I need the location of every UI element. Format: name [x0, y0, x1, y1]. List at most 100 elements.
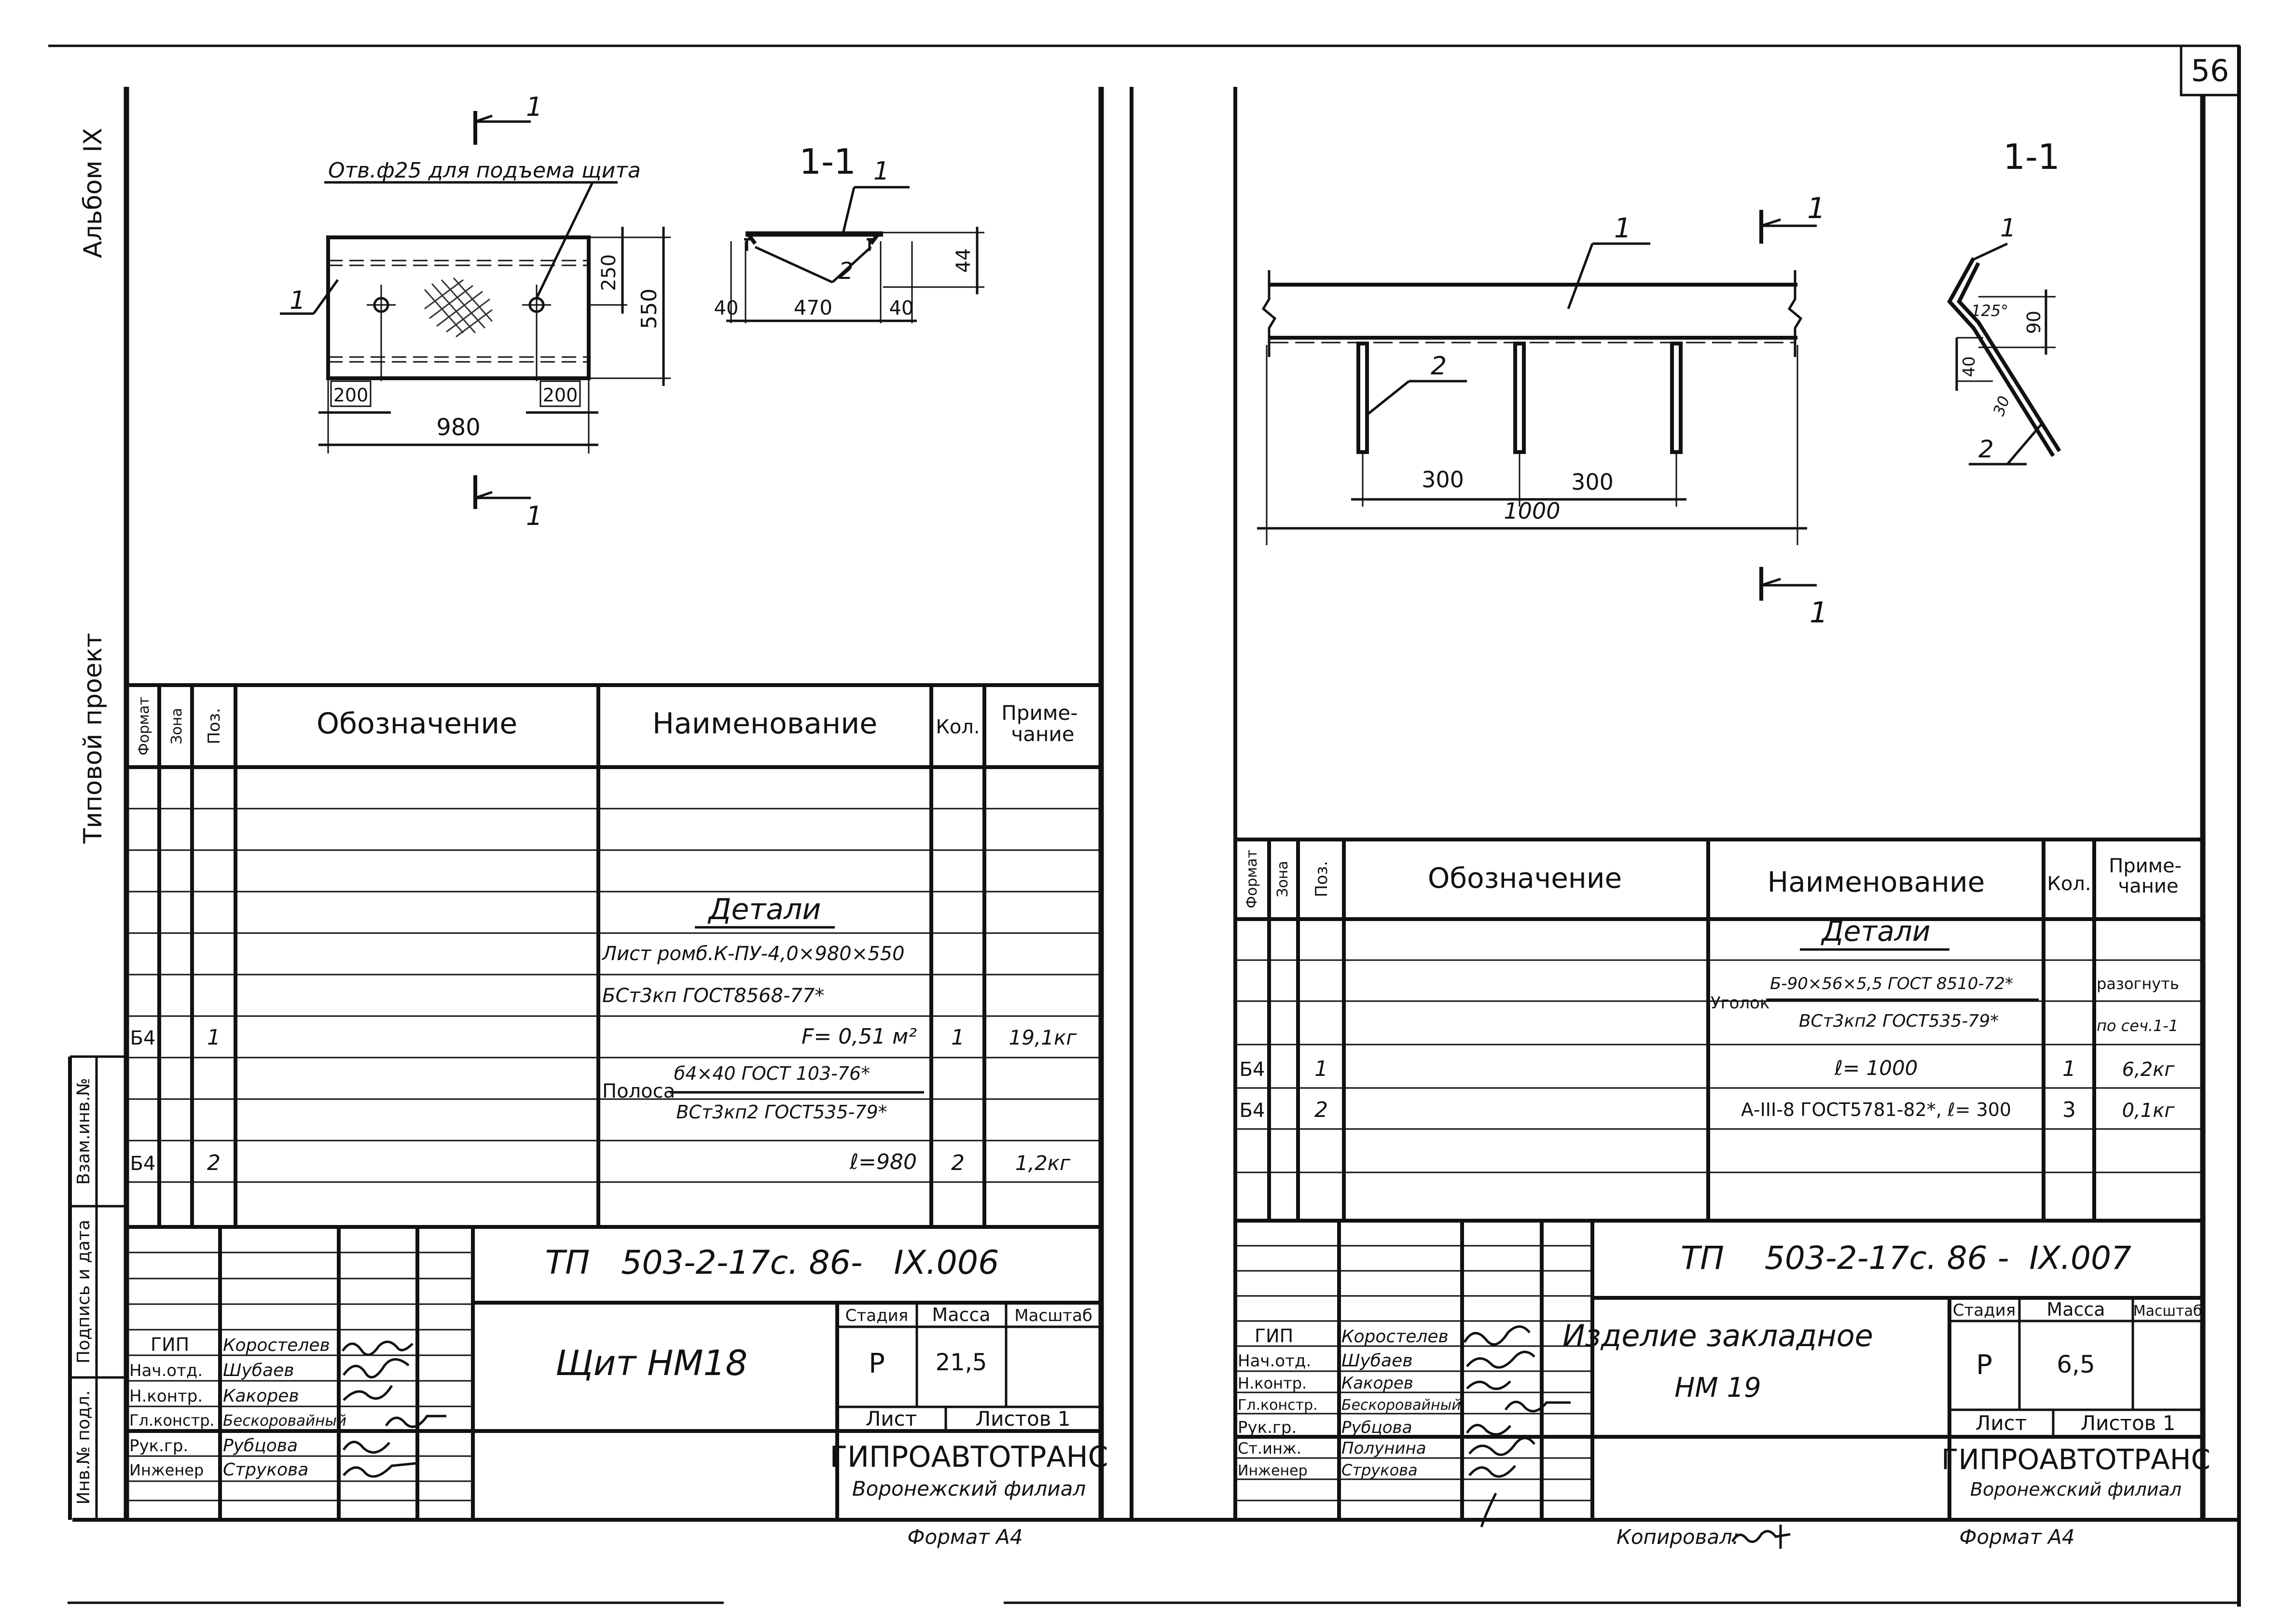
dim-300-right-a: 300	[1422, 467, 1464, 493]
diamond-mesh-hatch	[424, 277, 493, 338]
callout-1-right-section: 1	[2000, 214, 2016, 243]
role-group-right: Рук.гр.	[1238, 1418, 1297, 1437]
row5-qty-left: 2	[951, 1151, 965, 1175]
angle-prefix-right: Уголок	[1711, 993, 1769, 1013]
doc-code-left: ТП 503-2-17с. 86- IX.006	[545, 1244, 999, 1282]
row2-note-right: 0,1кг	[2122, 1100, 2175, 1122]
sheets-label-right: Листов 1	[2081, 1411, 2176, 1435]
left-spec-table: Формат Зона Поз. Обозначение Наименовани…	[124, 683, 1103, 1229]
signatures-left	[341, 1340, 446, 1478]
org-right: ГИПРОАВТОТРАНС	[1941, 1443, 2211, 1476]
branch-left: Воронежский филиал	[852, 1477, 1086, 1500]
role-eng-left: Инженер	[129, 1461, 204, 1479]
person-chief-left: Бескоровайный	[223, 1412, 346, 1430]
left-drawing-section: 1-1 1 2 40 470 40 44	[714, 141, 984, 323]
person-eng-right: Струкова	[1341, 1461, 1418, 1479]
right-spec-table: Формат Зона Поз. Обозначение Наименовани…	[1233, 838, 2205, 1223]
hdr-zone-right: Зона	[1274, 861, 1291, 897]
mass-label-right: Масса	[2046, 1299, 2105, 1320]
dim-40-right: 40	[889, 297, 914, 319]
doc-code-right: ТП 503-2-17с. 86 - IX.007	[1681, 1239, 2131, 1277]
hdr-note-right: Приме- чание	[2109, 855, 2187, 897]
cut-mark-top-left: 1	[526, 92, 542, 122]
angle-note-2-right: по сеч.1-1	[2097, 1017, 2178, 1035]
row2-qty-right: 3	[2062, 1098, 2076, 1122]
person-ncontr-right: Какорев	[1341, 1374, 1413, 1393]
person-gip-right: Коростелев	[1341, 1327, 1449, 1347]
row2-format-right: Б4	[1240, 1100, 1265, 1122]
dim-90-right: 90	[2023, 311, 2045, 334]
role-head-right: Нач.отд.	[1238, 1351, 1311, 1371]
row5-name-left: ℓ=980	[849, 1150, 917, 1174]
person-head-left: Шубаев	[223, 1361, 294, 1380]
role-ncontr-right: Н.контр.	[1238, 1374, 1307, 1392]
hdr-format-left: Формат	[136, 697, 152, 756]
section-title-left: 1-1	[799, 141, 856, 182]
hdr-designation-left: Обозначение	[317, 707, 517, 741]
cut-mark-top-right: 1	[1807, 192, 1825, 225]
signatures-right	[1463, 1325, 1571, 1528]
row1-note-right: 6,2кг	[2122, 1059, 2175, 1081]
branch-right: Воронежский филиал	[1970, 1479, 2182, 1500]
sheet-footer: Формат А4 Копировал: Формат А4	[907, 1525, 2075, 1549]
item-name-right-line1: Изделие закладное	[1562, 1318, 1873, 1353]
row1-name-right: ℓ= 1000	[1834, 1056, 1918, 1080]
callout-2-right-section: 2	[1978, 435, 1994, 463]
dim-470: 470	[794, 296, 832, 319]
left-drawing-plan: Отв.ф25 для подъема щита 1 250 550 200 2…	[280, 92, 671, 531]
role-chief-right: Гл.констр.	[1238, 1397, 1318, 1414]
mass-value-right: 6,5	[2057, 1350, 2095, 1378]
dim-250: 250	[598, 254, 620, 291]
hdr-qty-right: Кол.	[2047, 873, 2091, 895]
row1-format-right: Б4	[1240, 1059, 1265, 1081]
album-label: Альбом IX	[79, 128, 108, 258]
format-right: Формат А4	[1959, 1525, 2074, 1549]
hdr-pos-left: Поз.	[205, 708, 224, 744]
sheet-label-left: Лист	[866, 1407, 917, 1431]
role-gip-left: ГИП	[151, 1334, 189, 1355]
hole-note: Отв.ф25 для подъема щита	[328, 158, 641, 183]
row2-name-left: БСт3кп ГОСТ8568-77*	[602, 985, 824, 1007]
row5-pos-left: 2	[207, 1151, 221, 1175]
strip-bottom-left: ВСт3кп2 ГОСТ535-79*	[676, 1101, 887, 1123]
stage-value-left: Р	[869, 1348, 885, 1379]
row5-format-left: Б4	[130, 1153, 156, 1175]
hdr-name-left: Наименование	[652, 707, 877, 741]
margin-field-sign: Подпись и дата	[74, 1220, 94, 1363]
hdr-format-right: Формат	[1244, 850, 1260, 908]
sheets-label-left: Листов 1	[976, 1407, 1071, 1431]
dim-300-right-b: 300	[1571, 469, 1614, 495]
role-senior-right: Ст.инж.	[1238, 1439, 1301, 1458]
copier-signature	[1731, 1525, 1791, 1549]
mass-label-left: Масса	[932, 1304, 990, 1325]
angle-bottom-right: ВСт3кп2 ГОСТ535-79*	[1799, 1011, 1999, 1031]
scale-label-right: Масштаб	[2133, 1303, 2202, 1320]
people-left: ГИП Коростелев Нач.отд. Шубаев Н.контр. …	[129, 1334, 346, 1480]
role-ncontr-left: Н.контр.	[129, 1387, 203, 1406]
stage-label-right: Стадия	[1953, 1301, 2016, 1320]
callout-2-left-section: 2	[839, 258, 854, 285]
callout-1-right-plan: 1	[1614, 213, 1631, 244]
item-name-left: Щит НМ18	[555, 1343, 747, 1383]
item-name-right-line2: НМ 19	[1674, 1372, 1761, 1404]
role-chief-left: Гл.констр.	[129, 1411, 215, 1430]
dim-550: 550	[637, 289, 662, 329]
project-label: Типовой проект	[79, 633, 108, 844]
cut-mark-bottom-right: 1	[1810, 596, 1828, 630]
stage-value-right: Р	[1976, 1349, 1992, 1381]
margin-field-inv: Инв.№ подл.	[74, 1390, 94, 1505]
row1-name-left: Лист ромб.К-ПУ-4,0×980×550	[601, 943, 905, 965]
person-head-right: Шубаев	[1341, 1351, 1412, 1371]
dim-980: 980	[436, 414, 481, 441]
hdr-note-left: Приме- чание	[1001, 701, 1084, 746]
callout-1-left-section: 1	[873, 157, 889, 186]
hdr-zone-left: Зона	[168, 708, 185, 744]
row2-pos-right: 2	[1314, 1098, 1328, 1122]
left-margin-labels: Альбом IX Типовой проект Взам.инв.№ Подп…	[74, 128, 108, 1504]
dim-1000-right: 1000	[1504, 498, 1560, 524]
mass-value-left: 21,5	[936, 1349, 987, 1376]
callout-2-right-plan: 2	[1431, 352, 1447, 381]
role-eng-right: Инженер	[1238, 1462, 1308, 1479]
angle-top-right: Б-90×56×5,5 ГОСТ 8510-72*	[1770, 974, 2013, 993]
